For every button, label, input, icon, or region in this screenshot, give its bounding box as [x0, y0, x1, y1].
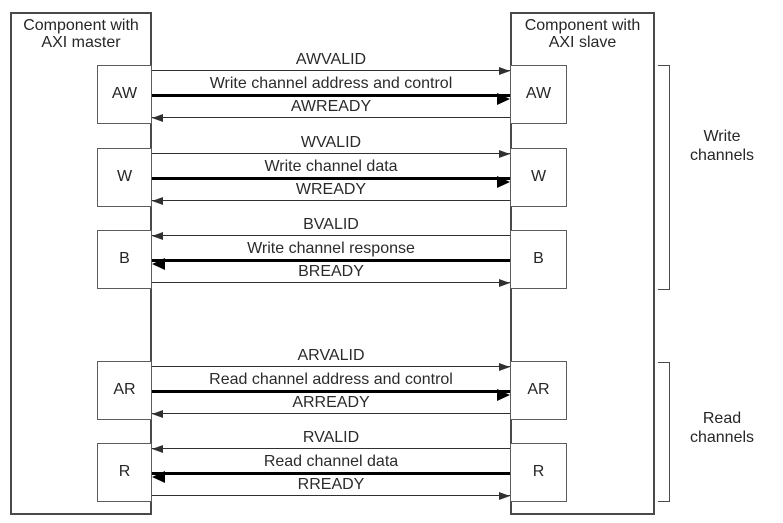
channel-box-slave-w: W [510, 148, 567, 207]
wready-arrow-left-icon [152, 197, 510, 206]
awvalid-arrow-right-icon [152, 67, 510, 76]
signal-label-ar-payload: Read channel address and control [209, 371, 453, 388]
channel-group-b: B B BVALID Write channel response BREADY [0, 216, 783, 289]
signal-label-awready: AWREADY [290, 98, 372, 115]
master-component-title: Component with AXI master [23, 17, 139, 51]
slave-component-title: Component with AXI slave [524, 17, 641, 51]
channel-group-w: W W WVALID Write channel data WREADY [0, 134, 783, 207]
signal-label-b-payload: Write channel response [247, 240, 415, 257]
bvalid-arrow-left-icon [152, 232, 510, 241]
channel-box-master-r: R [97, 443, 152, 502]
read-channels-label: Read channels [689, 410, 755, 446]
signal-label-rready: RREADY [297, 476, 365, 493]
aw-payload-arrow-right-icon [152, 92, 510, 105]
read-channels-bracket [658, 362, 670, 502]
channel-box-master-w: W [97, 148, 152, 207]
signal-label-aw-payload: Write channel address and control [209, 75, 453, 92]
channel-box-slave-aw: AW [510, 65, 567, 124]
channel-box-master-ar: AR [97, 361, 152, 420]
w-payload-arrow-right-icon [152, 175, 510, 188]
write-channels-bracket [658, 65, 670, 290]
r-payload-arrow-left-icon [152, 470, 510, 483]
signal-label-bvalid: BVALID [303, 216, 359, 233]
channel-box-master-b: B [97, 230, 152, 289]
channel-group-ar: AR AR ARVALID Read channel address and c… [0, 347, 783, 420]
signal-label-arready: ARREADY [292, 394, 370, 411]
signal-label-w-payload: Write channel data [264, 158, 398, 175]
channel-box-slave-r: R [510, 443, 567, 502]
channel-group-r: R R RVALID Read channel data RREADY [0, 429, 783, 502]
arready-arrow-left-icon [152, 410, 510, 419]
arvalid-arrow-right-icon [152, 363, 510, 372]
signal-label-wvalid: WVALID [300, 134, 362, 151]
rready-arrow-right-icon [152, 492, 510, 501]
signal-label-arvalid: ARVALID [297, 347, 365, 364]
awready-arrow-left-icon [152, 114, 510, 123]
channel-box-slave-ar: AR [510, 361, 567, 420]
signal-label-r-payload: Read channel data [263, 453, 399, 470]
b-payload-arrow-left-icon [152, 257, 510, 270]
signal-label-awvalid: AWVALID [295, 51, 367, 68]
signal-label-bready: BREADY [298, 263, 364, 280]
channel-box-master-aw: AW [97, 65, 152, 124]
write-channels-label: Write channels [689, 128, 755, 164]
wvalid-arrow-right-icon [152, 150, 510, 159]
channel-group-aw: AW AW AWVALID Write channel address and … [0, 51, 783, 124]
channel-box-slave-b: B [510, 230, 567, 289]
slave-component-box: Component with AXI slave [510, 12, 655, 515]
ar-payload-arrow-right-icon [152, 388, 510, 401]
signal-label-wready: WREADY [295, 181, 367, 198]
bready-arrow-right-icon [152, 279, 510, 288]
rvalid-arrow-left-icon [152, 445, 510, 454]
signal-label-rvalid: RVALID [302, 429, 360, 446]
